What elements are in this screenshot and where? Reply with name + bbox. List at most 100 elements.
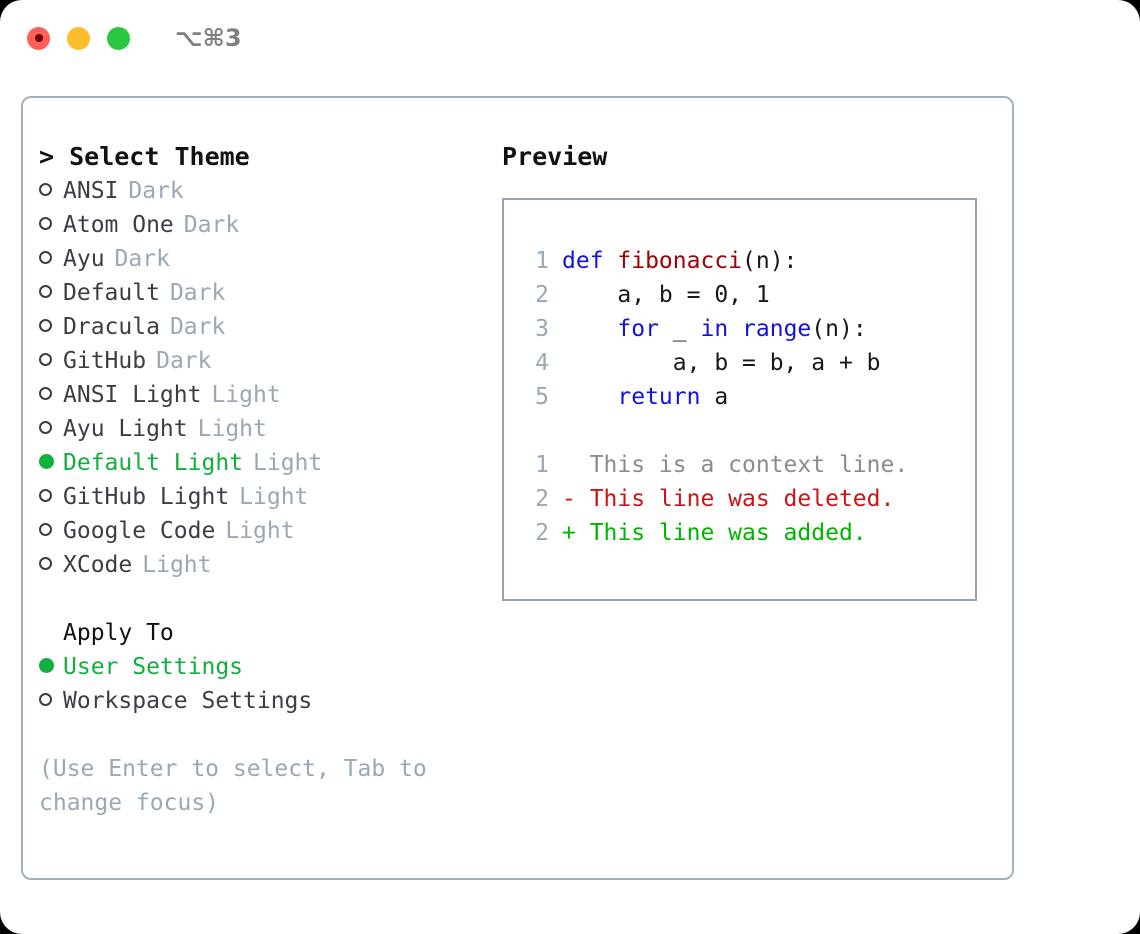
minimize-button[interactable] xyxy=(67,26,90,50)
radio-glyph xyxy=(39,319,52,332)
radio-unselected-icon xyxy=(39,242,63,276)
radio-selected-icon xyxy=(39,446,63,480)
code-text: a, b = b, a + b xyxy=(562,346,881,380)
apply-to-heading: Apply To xyxy=(63,620,174,646)
keyboard-hint: (Use Enter to select, Tab to change focu… xyxy=(39,756,427,816)
radio-glyph xyxy=(39,183,52,196)
radio-glyph xyxy=(39,251,52,264)
option-label: GitHub xyxy=(63,348,147,374)
theme-option-1[interactable]: Atom One Dark xyxy=(39,208,499,242)
radio-unselected-icon xyxy=(39,378,63,412)
close-button[interactable] xyxy=(27,26,50,50)
radio-unselected-icon xyxy=(39,480,63,514)
diff-line: 2 - This line was deleted. xyxy=(521,482,908,516)
option-variant-tag: Dark xyxy=(128,178,184,204)
option-label: XCode xyxy=(63,552,133,578)
radio-glyph xyxy=(39,285,52,298)
option-variant-tag: Light xyxy=(253,450,323,476)
radio-glyph xyxy=(39,658,54,673)
option-label: ANSI Light xyxy=(63,382,202,408)
option-variant-tag: Dark xyxy=(183,212,240,238)
code-token xyxy=(562,316,617,342)
preview-heading: Preview xyxy=(502,142,608,171)
radio-unselected-icon xyxy=(39,310,63,344)
code-token: in xyxy=(700,316,729,342)
code-token: def xyxy=(562,248,618,274)
diff-line: 1 This is a context line. xyxy=(521,448,908,482)
code-line: 3 for _ in range(n): xyxy=(521,312,908,346)
option-variant-tag: Dark xyxy=(169,314,226,340)
apply-to-option-1[interactable]: Workspace Settings xyxy=(39,684,499,718)
code-blank-line xyxy=(521,414,908,448)
option-variant-tag: Light xyxy=(225,518,295,544)
radio-unselected-icon xyxy=(39,344,63,378)
line-number: 5 xyxy=(535,384,549,410)
code-token: for xyxy=(617,316,659,342)
code-token: (n): xyxy=(811,316,867,342)
option-label: Ayu Light xyxy=(63,416,188,442)
theme-option-4[interactable]: Dracula Dark xyxy=(39,310,499,344)
code-line: 5 return a xyxy=(521,380,908,414)
apply-to-option-0[interactable]: User Settings xyxy=(39,650,499,684)
radio-unselected-icon xyxy=(39,174,63,208)
radio-unselected-icon xyxy=(39,514,63,548)
maximize-button[interactable] xyxy=(107,26,130,50)
line-number: 4 xyxy=(535,350,549,376)
line-number: 1 xyxy=(535,452,549,478)
window-controls xyxy=(27,26,130,50)
code-token: _ xyxy=(658,316,701,342)
option-label: Atom One xyxy=(63,212,174,238)
code-token xyxy=(562,384,617,410)
close-icon xyxy=(34,34,43,42)
code-token: a, b = 0, 1 xyxy=(562,282,770,308)
code-token: a, b = b, a + b xyxy=(562,350,881,376)
theme-option-7[interactable]: Ayu Light Light xyxy=(39,412,499,446)
code-token: return xyxy=(617,384,701,410)
option-label: Ayu xyxy=(63,246,105,272)
option-variant-tag: Dark xyxy=(169,280,226,306)
option-label: Workspace Settings xyxy=(63,688,313,714)
radio-unselected-icon xyxy=(39,684,63,718)
spacer xyxy=(39,582,499,616)
radio-glyph xyxy=(39,387,52,400)
radio-glyph xyxy=(39,217,52,230)
diff-text: - This line was deleted. xyxy=(562,486,895,512)
code-line: 4 a, b = b, a + b xyxy=(521,346,908,380)
line-number: 2 xyxy=(535,282,549,308)
option-variant-tag: Light xyxy=(239,484,309,510)
diff-line: 2 + This line was added. xyxy=(521,516,908,550)
code-token: a xyxy=(700,384,729,410)
radio-glyph xyxy=(39,421,52,434)
radio-glyph xyxy=(39,454,54,469)
select-theme-heading: > Select Theme xyxy=(39,142,250,171)
option-variant-tag: Light xyxy=(197,416,267,442)
option-label: Dracula xyxy=(63,314,160,340)
radio-glyph xyxy=(39,557,52,570)
radio-glyph xyxy=(39,489,52,502)
diff-text: + This line was added. xyxy=(562,520,867,546)
code-text: for _ in range(n): xyxy=(562,312,867,346)
diff-text: This is a context line. xyxy=(562,452,909,478)
radio-glyph xyxy=(39,693,52,706)
code-text: return a xyxy=(562,380,728,414)
line-number: 2 xyxy=(535,486,549,512)
code-text: a, b = 0, 1 xyxy=(562,278,770,312)
line-number: 2 xyxy=(535,520,549,546)
